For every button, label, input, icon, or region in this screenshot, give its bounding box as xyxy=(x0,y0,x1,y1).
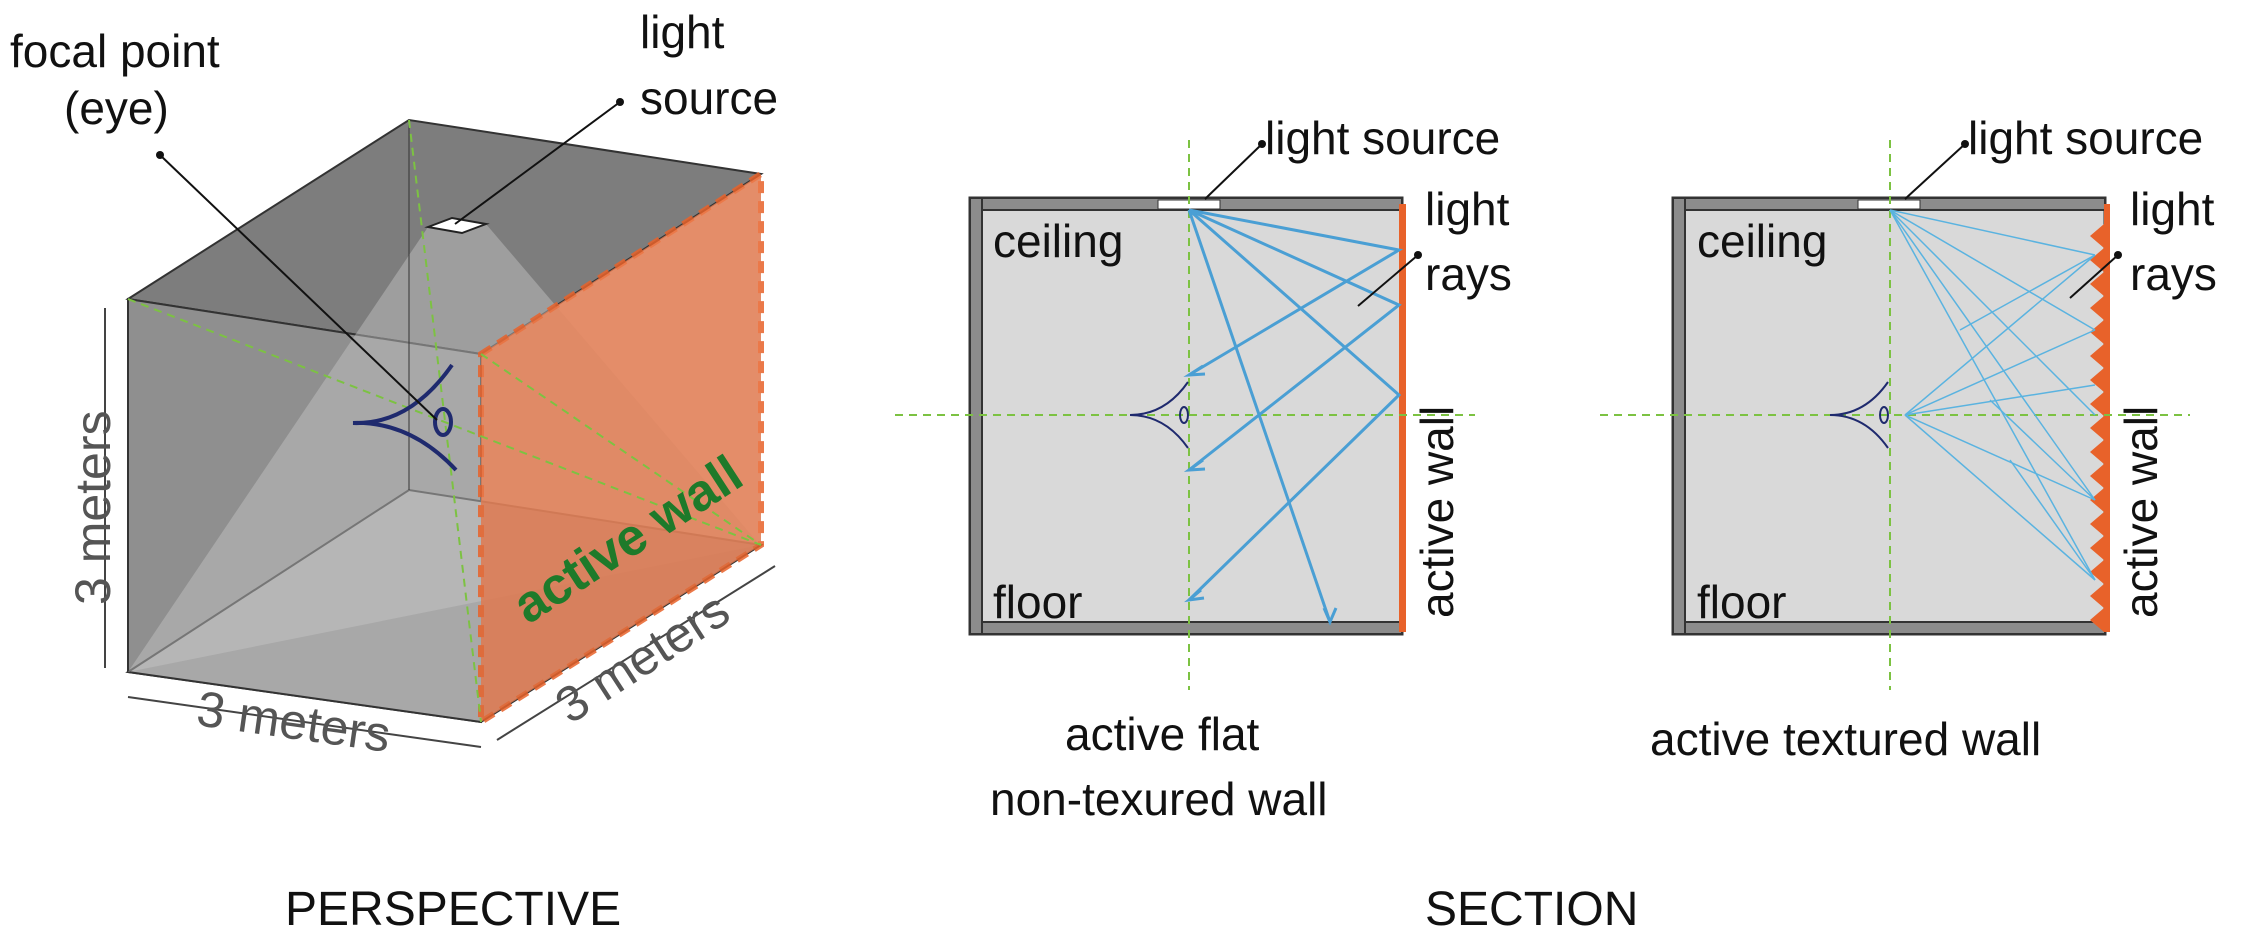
ceiling-label: ceiling xyxy=(1697,215,1827,267)
dimension-height-label: 3 meters xyxy=(65,410,121,605)
ceiling-label: ceiling xyxy=(993,215,1123,267)
leader-line xyxy=(159,154,438,421)
leader-line xyxy=(2069,254,2119,299)
active-wall-textured xyxy=(2090,204,2110,632)
section-flat-caption: active flat xyxy=(1065,708,1260,760)
leader-line xyxy=(454,101,621,225)
focal-point-label: (eye) xyxy=(64,82,169,134)
dimension-line xyxy=(496,565,776,741)
light-rays-textured xyxy=(1889,209,2096,581)
leader-line xyxy=(1904,143,1966,200)
leader-line xyxy=(1357,254,1419,307)
light-rays-label: light xyxy=(2130,183,2215,235)
guide-line xyxy=(408,119,482,723)
eye-icon xyxy=(1129,381,1189,449)
section-textured-caption: active textured wall xyxy=(1650,713,2041,765)
light-rays-label: rays xyxy=(2130,248,2217,300)
section-caption: SECTION xyxy=(1425,883,1638,936)
section-flat-view: light source ceiling floor light rays ac… xyxy=(895,112,1512,825)
section-flat-caption: non-texured wall xyxy=(990,773,1328,825)
light-rays-label: rays xyxy=(1425,248,1512,300)
guide-line xyxy=(480,353,762,546)
perspective-caption: PERSPECTIVE xyxy=(285,883,621,936)
dimension-line xyxy=(127,696,482,748)
light-source-label: light xyxy=(640,6,725,58)
light-rays-flat xyxy=(1187,208,1404,623)
floor-label: floor xyxy=(1697,576,1786,628)
eye-icon xyxy=(1829,381,1889,449)
section-textured-view: light source ceiling floor light rays ac… xyxy=(1600,112,2217,765)
light-rays-label: light xyxy=(1425,183,1510,235)
light-source-marker xyxy=(424,216,490,235)
active-wall-label: active wall xyxy=(1411,406,1463,618)
light-source-label: source xyxy=(640,72,778,124)
active-wall-label: active wall xyxy=(2115,406,2167,618)
light-source-label: light source xyxy=(1265,112,1500,164)
perspective-view: focal point (eye) light source active wa… xyxy=(10,6,778,936)
guide-line xyxy=(127,298,762,546)
floor-label: floor xyxy=(993,576,1082,628)
focal-point-label: focal point xyxy=(10,25,220,77)
light-source-label: light source xyxy=(1968,112,2203,164)
active-wall-flat xyxy=(1399,204,1406,632)
eye-icon xyxy=(352,363,458,472)
leader-line xyxy=(1204,143,1263,200)
